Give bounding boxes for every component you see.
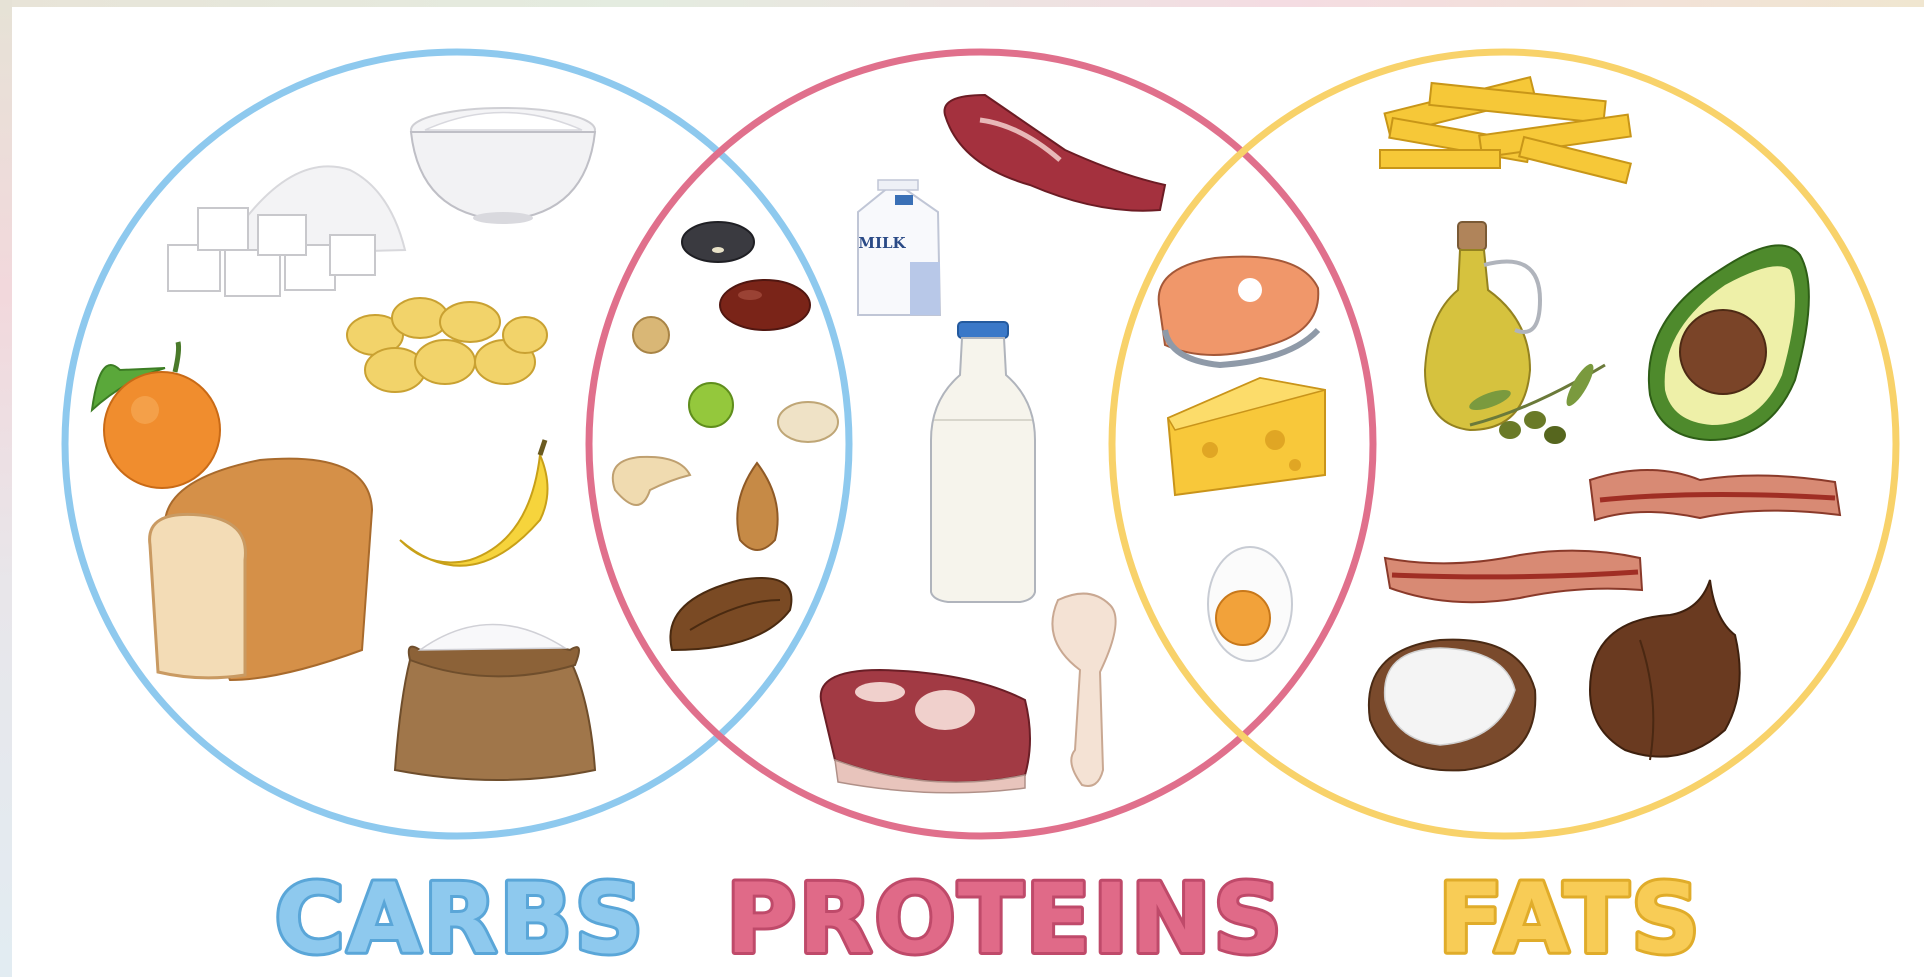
french-fries-icon: [1380, 77, 1631, 183]
proteins-label: PROTEINS: [726, 863, 1284, 975]
coconut-icon: [1369, 640, 1535, 771]
cashew-icon: [613, 457, 690, 505]
boiled-egg-icon: [1208, 547, 1292, 661]
steak-icon: [945, 95, 1166, 211]
avocado-icon: [1649, 245, 1809, 440]
kidney-bean-icon: [720, 280, 810, 330]
bacon-strip-right-icon: [1590, 470, 1840, 520]
milk-carton-icon: MILK: [858, 180, 940, 315]
carbs-label: CARBS: [275, 863, 646, 975]
meat-cut-icon: [821, 670, 1030, 793]
pecan-icon: [670, 578, 791, 650]
milk-carton-text: MILK: [858, 234, 906, 252]
cheese-wedge-icon: [1168, 378, 1325, 495]
bacon-strip-left-icon: [1385, 551, 1642, 603]
whole-coconut-icon: [1590, 580, 1740, 760]
almond-icon: [737, 463, 777, 550]
sugar-cubes-icon: [168, 166, 405, 296]
banana-icon: [400, 440, 548, 566]
white-bean-icon: [778, 402, 838, 442]
pasta-icon: [347, 298, 547, 392]
milk-bottle-icon: [931, 322, 1035, 602]
fats-label: FATS: [1438, 863, 1702, 975]
chicken-drumstick-icon: [1052, 594, 1115, 786]
green-pea-icon: [689, 383, 733, 427]
orange-fruit-icon: [92, 342, 220, 488]
rice-bowl-icon: [411, 108, 595, 224]
flour-sack-icon: [395, 624, 595, 780]
bread-loaf-icon: [150, 459, 372, 680]
black-bean-icon: [682, 222, 754, 262]
salmon-steak-icon: [1159, 257, 1319, 365]
chickpea-icon: [633, 317, 669, 353]
